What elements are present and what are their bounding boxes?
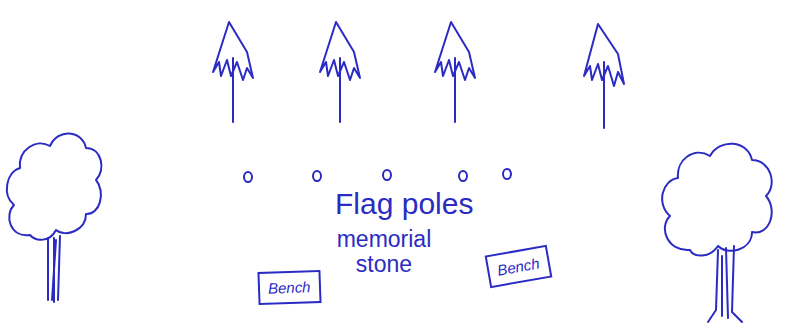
flag-pole-dots	[244, 169, 511, 182]
bench-label: Bench	[268, 278, 312, 296]
tree-left	[7, 133, 102, 302]
flag-shapes	[213, 22, 624, 128]
area-label: Flag poles	[335, 187, 473, 220]
bench-label: Bench	[496, 254, 541, 278]
bench-box: Bench	[485, 245, 553, 288]
area-label: memorial stone	[325, 227, 443, 278]
bench-box: Bench	[257, 270, 321, 305]
tree-right	[662, 144, 772, 322]
